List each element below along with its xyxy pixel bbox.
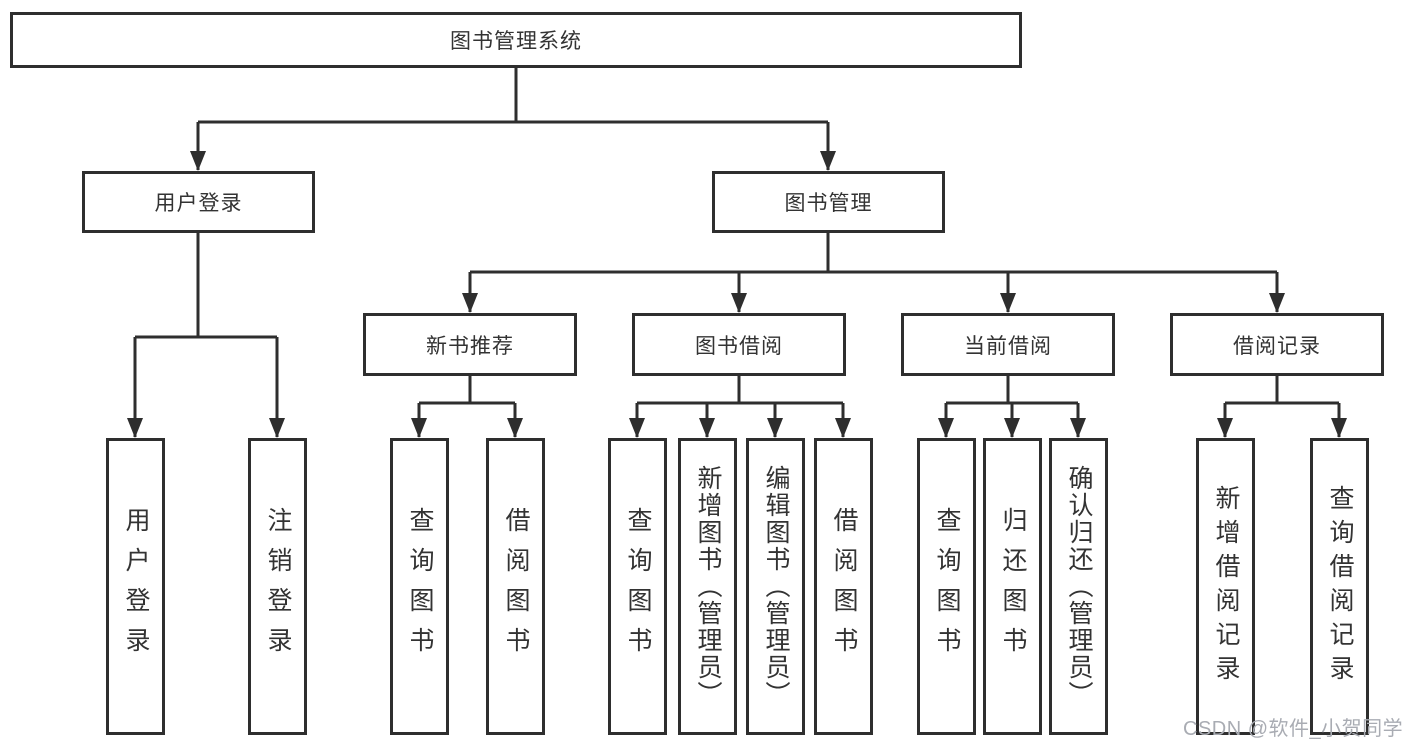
node-library-system: 图书管理系统 [10, 12, 1022, 68]
leaf-cb-query-books: 查询图书 [917, 438, 976, 735]
connector-current-borrow-bus [946, 376, 1078, 405]
leaf-bb-borrow-books: 借阅图书 [814, 438, 873, 735]
node-book-management: 图书管理 [712, 171, 945, 233]
leaf-bb-add-books-admin: 新增图书（管理员） [678, 438, 737, 735]
connector-borrow-records-bus [1225, 376, 1339, 405]
leaf-logout-label: 注销登录 [264, 506, 292, 667]
connector-book-borrow-bus [637, 376, 843, 405]
leaf-nb-query-books: 查询图书 [390, 438, 449, 735]
watermark: CSDN @软件_小贺同学 [1183, 718, 1404, 740]
node-new-book-recommend: 新书推荐 [363, 313, 577, 376]
leaf-br-query-record: 查询借阅记录 [1310, 438, 1369, 735]
leaf-user-login: 用户登录 [106, 438, 165, 735]
leaf-nb-borrow-books-label: 借阅图书 [502, 506, 530, 667]
leaf-bb-query-books-label: 查询图书 [624, 506, 652, 667]
connector-book-mgmt-bus [470, 233, 1277, 274]
leaf-nb-borrow-books: 借阅图书 [486, 438, 545, 735]
leaf-bb-edit-books-admin: 编辑图书（管理员） [746, 438, 805, 735]
node-borrow-records: 借阅记录 [1170, 313, 1384, 376]
node-current-borrow: 当前借阅 [901, 313, 1115, 376]
leaf-nb-query-books-label: 查询图书 [406, 506, 434, 667]
leaf-br-add-record: 新增借阅记录 [1196, 438, 1255, 735]
connector-root-bus [198, 68, 828, 124]
leaf-bb-query-books: 查询图书 [608, 438, 667, 735]
node-user-login: 用户登录 [82, 171, 315, 233]
leaf-cb-return-books-label: 归还图书 [999, 506, 1027, 667]
leaf-bb-add-books-admin-label: 新增图书（管理员） [694, 465, 722, 708]
leaf-user-login-label: 用户登录 [122, 506, 150, 667]
leaf-cb-confirm-return-admin-label: 确认归还（管理员） [1065, 465, 1093, 708]
leaf-cb-query-books-label: 查询图书 [933, 506, 961, 667]
connector-new-book-bus [419, 376, 515, 405]
leaf-cb-confirm-return-admin: 确认归还（管理员） [1049, 438, 1108, 735]
connector-user-login-bus [135, 233, 277, 339]
leaf-bb-borrow-books-label: 借阅图书 [830, 506, 858, 667]
leaf-br-add-record-label: 新增借阅记录 [1212, 484, 1240, 689]
leaf-bb-edit-books-admin-label: 编辑图书（管理员） [762, 465, 790, 708]
leaf-cb-return-books: 归还图书 [983, 438, 1042, 735]
node-book-borrow: 图书借阅 [632, 313, 846, 376]
leaf-logout: 注销登录 [248, 438, 307, 735]
leaf-br-query-record-label: 查询借阅记录 [1326, 484, 1354, 689]
